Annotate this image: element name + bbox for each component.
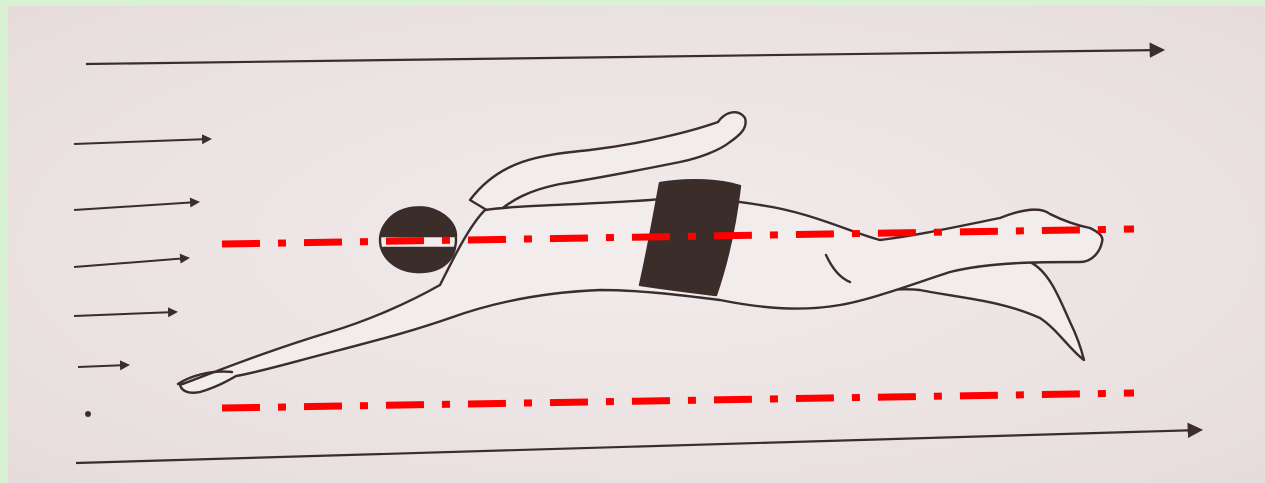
flow-dot bbox=[85, 411, 91, 417]
